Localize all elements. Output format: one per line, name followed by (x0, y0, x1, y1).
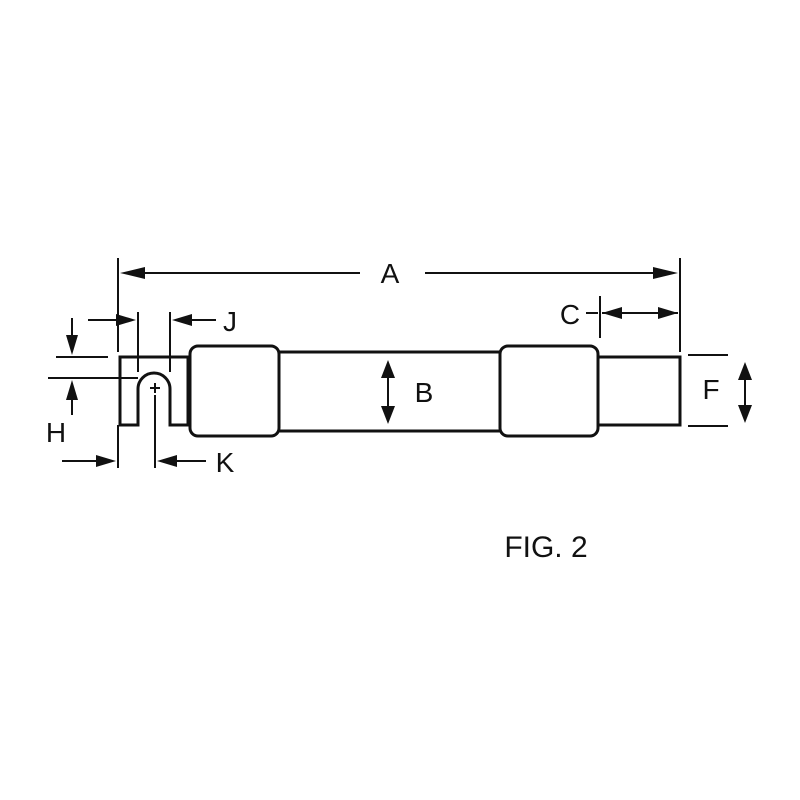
dimension-b: B (381, 360, 433, 424)
fuse-tube (279, 350, 500, 433)
right-end-cap (498, 344, 600, 438)
arrow-head (602, 307, 622, 319)
dimension-f: F (688, 354, 752, 427)
left-blade-terminal (118, 355, 190, 427)
arrow-head (653, 267, 678, 279)
arrow-head (381, 360, 395, 378)
dimension-label-h: H (46, 417, 66, 448)
arrow-head (738, 362, 752, 380)
dimension-label-c: C (560, 299, 580, 330)
dimension-c: C (560, 296, 678, 338)
arrow-head (157, 455, 177, 467)
dimension-label-f: F (702, 374, 719, 405)
dimension-h: H (46, 318, 138, 448)
left-end-cap (188, 344, 281, 438)
figure-caption: FIG. 2 (504, 531, 587, 564)
arrow-head (66, 335, 78, 355)
arrow-head (172, 314, 192, 326)
right-ferrule (598, 355, 682, 427)
dimension-label-b: B (415, 377, 434, 408)
dimension-k: K (62, 395, 235, 478)
slot-center-mark (150, 383, 160, 393)
dimension-j: J (88, 306, 237, 372)
arrow-head (120, 267, 145, 279)
dimension-label-j: J (223, 306, 237, 337)
fuse-body (118, 344, 682, 438)
arrow-head (738, 405, 752, 423)
dimension-a: A (117, 258, 681, 352)
dimension-label-k: K (216, 447, 235, 478)
arrow-head (381, 406, 395, 424)
arrow-head (658, 307, 678, 319)
arrow-head (96, 455, 116, 467)
arrow-head (116, 314, 136, 326)
dimension-label-a: A (381, 258, 400, 289)
arrow-head (66, 380, 78, 400)
